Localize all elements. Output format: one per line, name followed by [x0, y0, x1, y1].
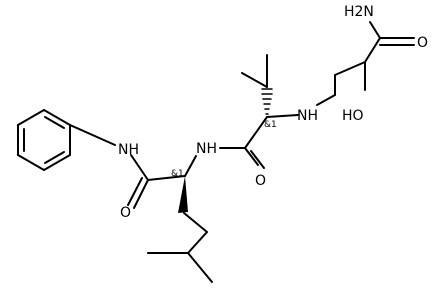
- nh2-label: H2N: [344, 4, 374, 20]
- nh-anilide-label: NH: [118, 142, 139, 158]
- nh-amine-label: NH: [297, 108, 318, 124]
- o-amide-label: O: [255, 173, 266, 189]
- nh-amide-label: NH: [196, 141, 217, 157]
- leucine-stereo-label: &1: [171, 169, 184, 179]
- o-anilide-label: O: [120, 205, 131, 221]
- o-amide-terminal-label: O: [417, 35, 428, 51]
- valine-side-chain: [241, 54, 273, 115]
- phenyl-ring: [17, 109, 71, 171]
- leucine-side-chain: [147, 176, 213, 283]
- anilide-amide: [69, 124, 186, 209]
- middle-amide: [184, 116, 268, 177]
- valine-stereo-label: &1: [264, 120, 277, 130]
- hydroxy-amide-chain: [266, 21, 415, 118]
- ho-label: HO: [342, 108, 364, 124]
